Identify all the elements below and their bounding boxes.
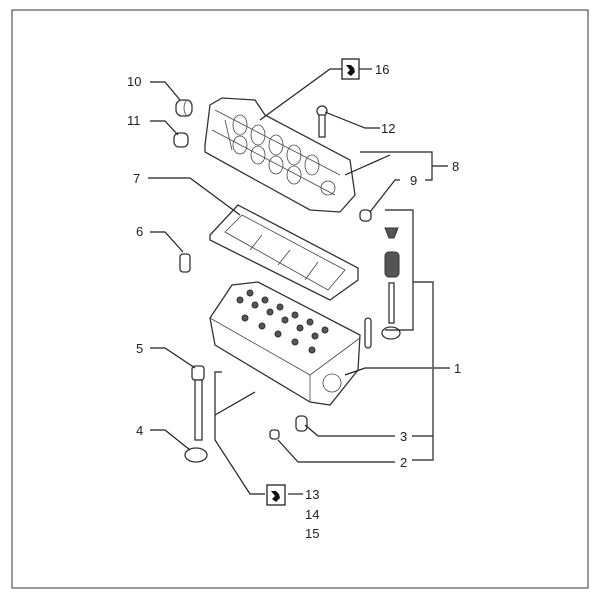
cylinder-head (209, 281, 361, 406)
callout-14: 14 (305, 507, 319, 522)
pin-6 (179, 253, 191, 273)
camshaft-carrier (204, 97, 356, 213)
head-gasket (209, 204, 359, 301)
callout-9: 9 (410, 173, 417, 188)
callout-3: 3 (400, 429, 407, 444)
bush-3 (295, 415, 308, 432)
callout-8: 8 (452, 159, 459, 174)
callout-7: 7 (133, 171, 140, 186)
callout-5: 5 (136, 341, 143, 356)
plug-9 (359, 209, 372, 222)
callout-2: 2 (400, 455, 407, 470)
leader-lines (148, 68, 450, 495)
plug-2 (269, 429, 280, 440)
callout-13: 13 (305, 487, 319, 502)
callout-15: 15 (305, 526, 319, 541)
callout-10: 10 (127, 74, 141, 89)
bolt-5 (191, 365, 205, 441)
wrench-icon (266, 484, 286, 506)
frame-border (11, 9, 589, 589)
callout-4: 4 (136, 423, 143, 438)
callout-11: 11 (127, 113, 141, 128)
bolt-12 (316, 105, 328, 138)
plug-11 (173, 132, 189, 148)
cap-10 (175, 99, 193, 117)
washer-4 (184, 447, 208, 463)
callout-16: 16 (375, 62, 389, 77)
callout-12: 12 (381, 121, 395, 136)
callout-6: 6 (136, 224, 143, 239)
callout-1: 1 (454, 361, 461, 376)
wrench-icon (341, 58, 360, 80)
